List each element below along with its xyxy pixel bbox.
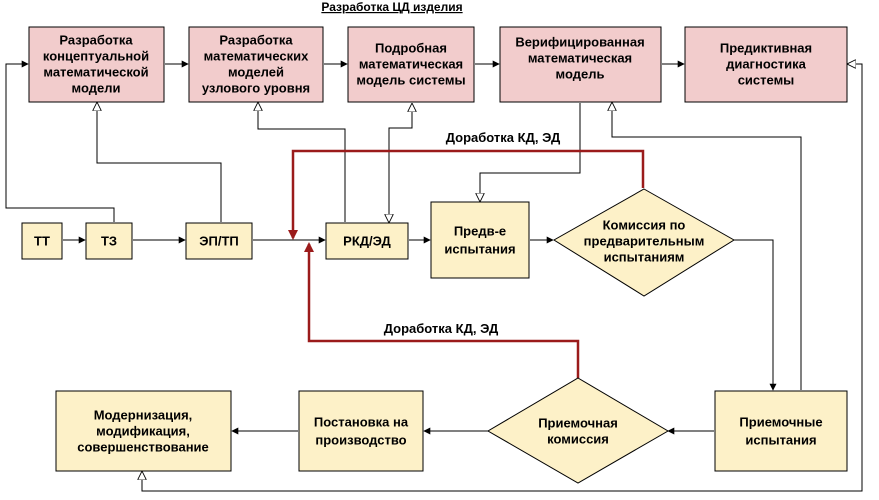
node-math-models: Разработкаматематическихмоделейузлового …	[188, 26, 324, 103]
node-tt: ТТ	[21, 222, 63, 260]
node-concept: Разработкаконцептуальнойматематическоймо…	[28, 26, 165, 103]
node-label-line: диагностика	[726, 57, 807, 72]
node-production: Постановка на производство	[298, 390, 424, 472]
node-label-line: производство	[315, 433, 406, 448]
node-label-line: моделей	[228, 65, 284, 80]
node-label-line: Предиктивная	[720, 41, 812, 56]
node-label-line: узлового уровня	[202, 81, 310, 96]
label-rework-top: Доработка КД, ЭД	[446, 130, 561, 145]
node-label-line: математическая	[528, 51, 632, 66]
node-label-line: Приемочная	[538, 416, 618, 431]
node-modernization: Модернизация,модификация,совершенствован…	[55, 390, 232, 472]
edge-modernization-to-loop	[142, 410, 863, 492]
edge-verified-to-prelim	[480, 103, 581, 201]
edge-detailed-to-rkd	[389, 103, 413, 222]
node-label-line: Модернизация,	[94, 408, 193, 423]
node-label-line: испытания	[745, 433, 816, 448]
node-label-line: испытания	[444, 242, 515, 257]
edge-acceptance-to-verified	[612, 103, 802, 390]
edge-rkd-to-math	[258, 103, 346, 222]
node-label-line: ТТ	[34, 234, 50, 249]
edge-acceptance-to-predictive	[848, 64, 863, 410]
edge-eptp-to-concept	[97, 103, 222, 222]
node-tz: ТЗ	[85, 222, 133, 260]
diagram-title: Разработка ЦД изделия	[321, 0, 462, 14]
edge-rework-bottom	[304, 242, 580, 378]
edge-tz-to-concept	[5, 60, 115, 222]
node-label-line: Разработка	[219, 33, 293, 48]
node-label-line: Приемочные	[739, 415, 822, 430]
node-label-line: модель системы	[356, 73, 465, 88]
node-label-line: математическая	[359, 57, 463, 72]
node-label-line: модель	[556, 67, 605, 82]
node-label-line: ТЗ	[101, 234, 117, 249]
node-prelim-tests: Предв-е испытания	[430, 201, 530, 279]
node-label-line: ЭП/ТП	[199, 234, 239, 249]
node-label-line: Подробная	[375, 41, 447, 56]
label-rework-bottom: Доработка КД, ЭД	[384, 321, 499, 336]
node-label-line: совершенствование	[77, 440, 209, 455]
node-label-line: Комиссия по	[603, 218, 686, 233]
node-label-line: испытаниям	[604, 250, 685, 265]
node-label-line: комиссия	[547, 432, 609, 447]
node-label-line: модификация,	[96, 424, 190, 439]
edge-commission-to-acceptance	[734, 239, 777, 391]
node-label-line: предварительным	[584, 234, 705, 249]
node-label-line: Предв-е	[454, 224, 506, 239]
node-label-line: математической	[43, 65, 148, 80]
node-label-line: концептуальной	[43, 49, 149, 64]
node-label-line: математических	[204, 49, 309, 64]
node-label-line: Верифицированная	[515, 35, 644, 50]
edges	[5, 60, 863, 492]
node-acceptance-tests: Приемочные испытания	[714, 390, 848, 472]
node-rkd: РКД/ЭД	[325, 222, 409, 260]
node-label-line: Разработка	[59, 33, 133, 48]
node-label-line: модели	[72, 81, 121, 96]
node-label-line: системы	[738, 73, 795, 88]
node-label-line: РКД/ЭД	[343, 234, 391, 249]
edge-rework-top	[288, 149, 645, 240]
node-ep-tp: ЭП/ТП	[185, 222, 253, 260]
node-label-line: Постановка на	[314, 415, 409, 430]
